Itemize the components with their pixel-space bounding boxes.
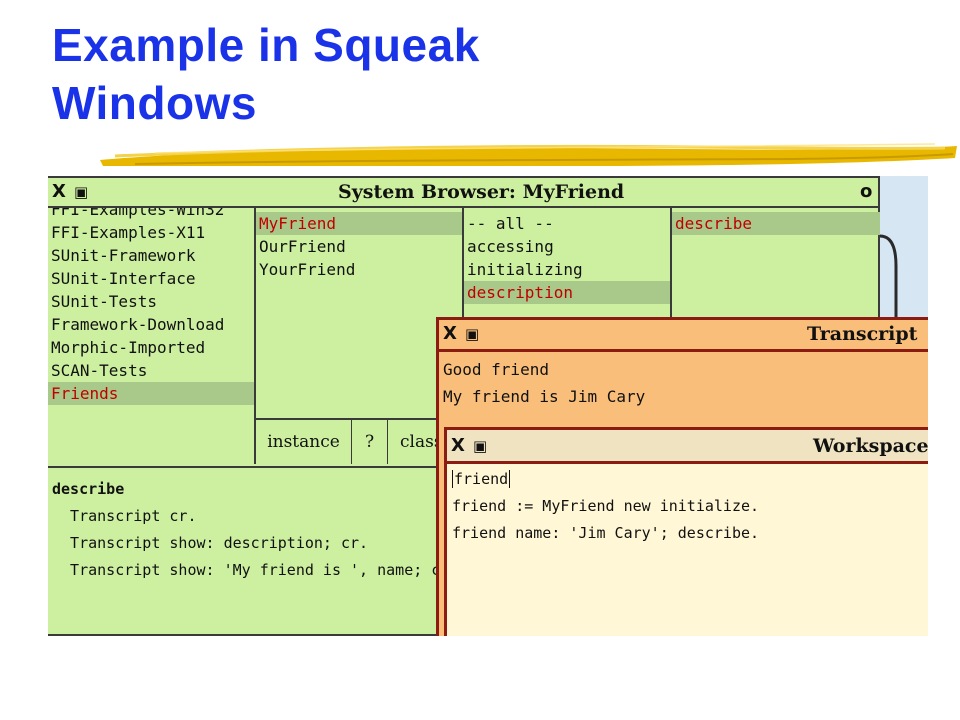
close-icon[interactable]: X	[52, 181, 66, 202]
category-item[interactable]: FFI-Examples-Win32	[51, 208, 225, 219]
transcript-line: Good friend	[443, 360, 549, 379]
temp-declaration: friend	[452, 470, 511, 488]
workspace-line: friend name: 'Jim Cary'; describe.	[452, 524, 760, 542]
window-menu-icon[interactable]: ▣	[465, 325, 480, 343]
code-line: describe	[52, 480, 125, 498]
method-list[interactable]: describe	[672, 208, 880, 235]
instance-button[interactable]: instance	[256, 420, 352, 464]
code-line: Transcript show: 'My friend is ', name; …	[52, 561, 459, 579]
workspace-line: friend := MyFriend new initialize.	[452, 497, 760, 515]
code-pane[interactable]: describe Transcript cr. Transcript show:…	[48, 466, 459, 636]
category-item[interactable]: SUnit-Tests	[51, 292, 157, 311]
transcript-line: My friend is Jim Cary	[443, 387, 646, 406]
transcript-titlebar[interactable]: X ▣ Transcript	[439, 320, 928, 352]
class-button[interactable]: class	[400, 432, 443, 452]
protocol-pane[interactable]: -- all -- accessing initializing descriptio…	[464, 208, 672, 464]
slide-title-line-1: Example in Squeak	[52, 19, 480, 71]
workspace-window[interactable]: X ▣ Workspace friend friend := MyFriend …	[444, 427, 928, 636]
squeak-screenshot: X ▣ System Browser: MyFriend o FFI-Examp…	[48, 176, 928, 636]
protocol-item[interactable]: -- all --	[467, 214, 554, 233]
class-item[interactable]: OurFriend	[259, 237, 346, 256]
class-side-switch: instance ? class	[256, 418, 464, 464]
protocol-item[interactable]: accessing	[467, 237, 554, 256]
protocol-list[interactable]: -- all -- accessing initializing descriptio…	[464, 208, 670, 304]
class-item[interactable]: YourFriend	[259, 260, 356, 279]
system-browser-title: System Browser: MyFriend	[338, 181, 625, 203]
category-item[interactable]: Framework-Download	[51, 315, 225, 334]
brush-stroke-divider	[100, 143, 957, 166]
window-menu-icon[interactable]: ▣	[473, 437, 488, 455]
workspace-editor[interactable]: friend friend := MyFriend new initialize…	[452, 466, 759, 547]
help-button[interactable]: ?	[352, 420, 388, 464]
collapse-icon[interactable]: o	[860, 181, 873, 202]
code-line: Transcript show: description; cr.	[52, 534, 369, 552]
category-item[interactable]: SUnit-Interface	[51, 269, 196, 288]
workspace-titlebar[interactable]: X ▣ Workspace	[447, 430, 928, 464]
category-item[interactable]: Friends	[48, 382, 254, 405]
close-icon[interactable]: X	[443, 323, 457, 344]
category-item[interactable]: SUnit-Framework	[51, 246, 196, 265]
category-item[interactable]: SCAN-Tests	[51, 361, 148, 380]
protocol-item[interactable]: initializing	[467, 260, 583, 279]
class-item[interactable]: MyFriend	[256, 212, 462, 235]
protocol-item[interactable]: description	[464, 281, 670, 304]
slide-title: Example in Squeak Windows	[52, 16, 752, 132]
close-icon[interactable]: X	[451, 435, 465, 456]
window-menu-icon[interactable]: ▣	[74, 183, 89, 201]
slide-title-line-2: Windows	[52, 77, 257, 129]
category-item[interactable]: Morphic-Imported	[51, 338, 206, 357]
transcript-title: Transcript	[807, 323, 918, 345]
transcript-output[interactable]: Good friend My friend is Jim Cary	[443, 356, 645, 410]
system-browser-titlebar[interactable]: X ▣ System Browser: MyFriend o	[48, 178, 878, 208]
method-item[interactable]: describe	[672, 212, 880, 235]
method-pane[interactable]: describe	[672, 208, 880, 464]
category-item[interactable]: FFI-Examples-X11	[51, 223, 206, 242]
code-line: Transcript cr.	[52, 507, 197, 525]
workspace-title: Workspace	[813, 435, 928, 457]
